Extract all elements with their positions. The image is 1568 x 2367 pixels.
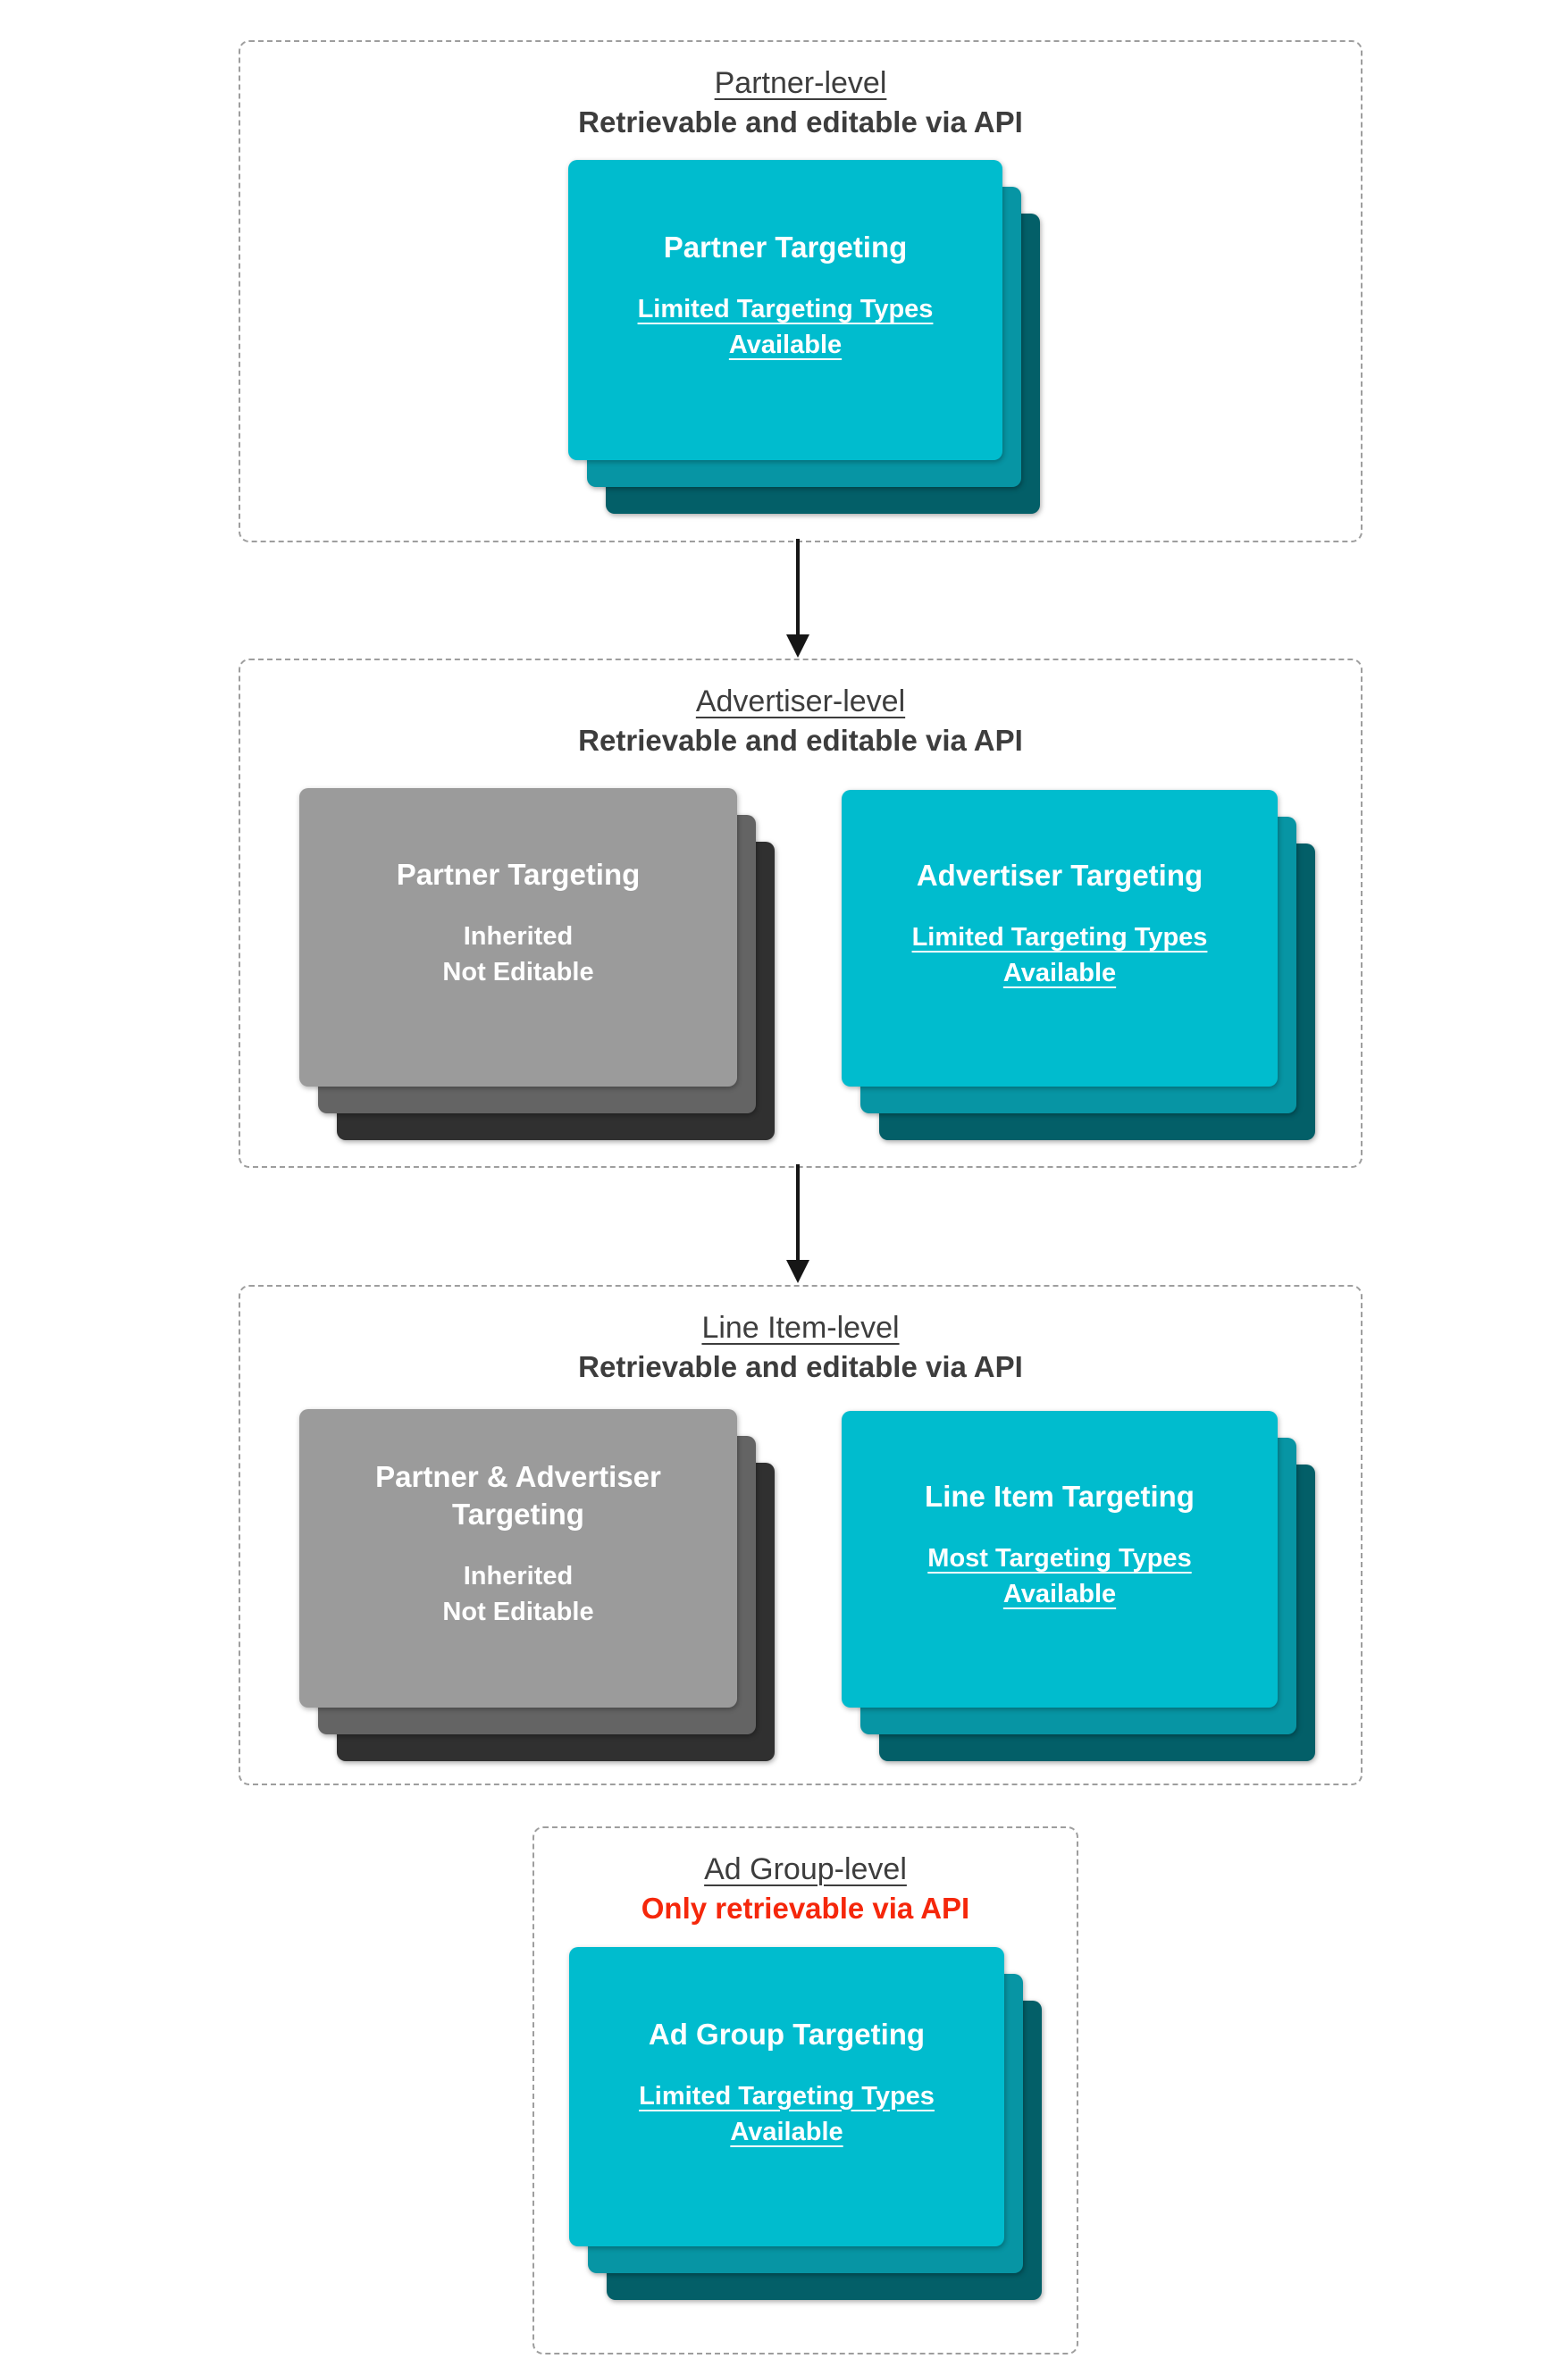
card-title: Advertiser Targeting bbox=[916, 859, 1203, 892]
card-status-line: Inherited bbox=[463, 1562, 574, 1591]
card-subtitle: Limited Targeting Types Available bbox=[911, 923, 1208, 987]
card-subtitle: Most Targeting Types Available bbox=[927, 1544, 1192, 1608]
section-subtitle: Only retrievable via API bbox=[641, 1892, 970, 1925]
arrow-line bbox=[796, 539, 800, 634]
card-status-line: Not Editable bbox=[442, 958, 594, 986]
card-content: Partner & Advertiser Targeting Inherited… bbox=[299, 1395, 737, 1693]
card-content: Line Item Targeting Most Targeting Types… bbox=[842, 1397, 1278, 1693]
card-title: Partner & Advertiser Targeting bbox=[375, 1460, 661, 1531]
section-subtitle: Retrievable and editable via API bbox=[578, 1350, 1023, 1383]
arrow-head-icon bbox=[786, 634, 809, 658]
card-content: Partner Targeting Limited Targeting Type… bbox=[568, 146, 1002, 446]
section-advertiser-level: Advertiser-level Retrievable and editabl… bbox=[239, 659, 1363, 1168]
card-content: Partner Targeting Inherited Not Editable bbox=[299, 774, 737, 1072]
partner-targeting-card: Partner Targeting Limited Targeting Type… bbox=[568, 160, 1002, 460]
card-title: Partner Targeting bbox=[663, 231, 908, 264]
section-title: Advertiser-level bbox=[695, 684, 906, 718]
section-subtitle: Retrievable and editable via API bbox=[578, 105, 1023, 138]
section-header: Advertiser-level Retrievable and editabl… bbox=[240, 682, 1361, 760]
section-header: Partner-level Retrievable and editable v… bbox=[240, 63, 1361, 142]
card-status-line: Inherited bbox=[463, 922, 574, 951]
inherited-partner-targeting-card: Partner Targeting Inherited Not Editable bbox=[299, 788, 737, 1087]
section-header: Ad Group-level Only retrievable via API bbox=[534, 1850, 1077, 1928]
partner-targeting-card-stack: Partner Targeting Limited Targeting Type… bbox=[568, 160, 1040, 514]
section-title: Line Item-level bbox=[701, 1311, 900, 1345]
advertiser-targeting-card-stack: Advertiser Targeting Limited Targeting T… bbox=[842, 790, 1315, 1140]
inherited-partner-advertiser-targeting-card-stack: Partner & Advertiser Targeting Inherited… bbox=[299, 1409, 775, 1761]
ad-group-targeting-card-stack: Ad Group Targeting Limited Targeting Typ… bbox=[569, 1947, 1042, 2300]
section-title: Partner-level bbox=[714, 66, 887, 100]
card-title: Ad Group Targeting bbox=[648, 2017, 926, 2051]
flow-arrow-advertiser-to-lineitem bbox=[786, 1164, 809, 1283]
inherited-partner-targeting-card-stack: Partner Targeting Inherited Not Editable bbox=[299, 788, 775, 1140]
ad-group-targeting-card: Ad Group Targeting Limited Targeting Typ… bbox=[569, 1947, 1004, 2246]
card-content: Ad Group Targeting Limited Targeting Typ… bbox=[569, 1933, 1004, 2232]
section-ad-group-level: Ad Group-level Only retrievable via API … bbox=[532, 1826, 1078, 2354]
flow-arrow-partner-to-advertiser bbox=[786, 539, 809, 658]
section-subtitle: Retrievable and editable via API bbox=[578, 724, 1023, 757]
card-status-lines: Inherited Not Editable bbox=[442, 919, 593, 990]
line-item-targeting-card: Line Item Targeting Most Targeting Types… bbox=[842, 1411, 1278, 1708]
inherited-partner-advertiser-targeting-card: Partner & Advertiser Targeting Inherited… bbox=[299, 1409, 737, 1708]
card-title: Line Item Targeting bbox=[925, 1480, 1195, 1513]
section-title: Ad Group-level bbox=[704, 1852, 907, 1886]
card-status-line: Not Editable bbox=[442, 1598, 594, 1626]
card-content: Advertiser Targeting Limited Targeting T… bbox=[842, 776, 1278, 1072]
card-status-lines: Inherited Not Editable bbox=[442, 1558, 593, 1630]
card-title: Partner Targeting bbox=[396, 858, 641, 891]
line-item-targeting-card-stack: Line Item Targeting Most Targeting Types… bbox=[842, 1411, 1315, 1761]
section-partner-level: Partner-level Retrievable and editable v… bbox=[239, 40, 1363, 542]
card-subtitle: Limited Targeting Types Available bbox=[637, 295, 934, 359]
section-line-item-level: Line Item-level Retrievable and editable… bbox=[239, 1285, 1363, 1785]
section-header: Line Item-level Retrievable and editable… bbox=[240, 1308, 1361, 1387]
arrow-head-icon bbox=[786, 1260, 809, 1283]
card-subtitle: Limited Targeting Types Available bbox=[639, 2081, 935, 2146]
advertiser-targeting-card: Advertiser Targeting Limited Targeting T… bbox=[842, 790, 1278, 1087]
arrow-line bbox=[796, 1164, 800, 1260]
